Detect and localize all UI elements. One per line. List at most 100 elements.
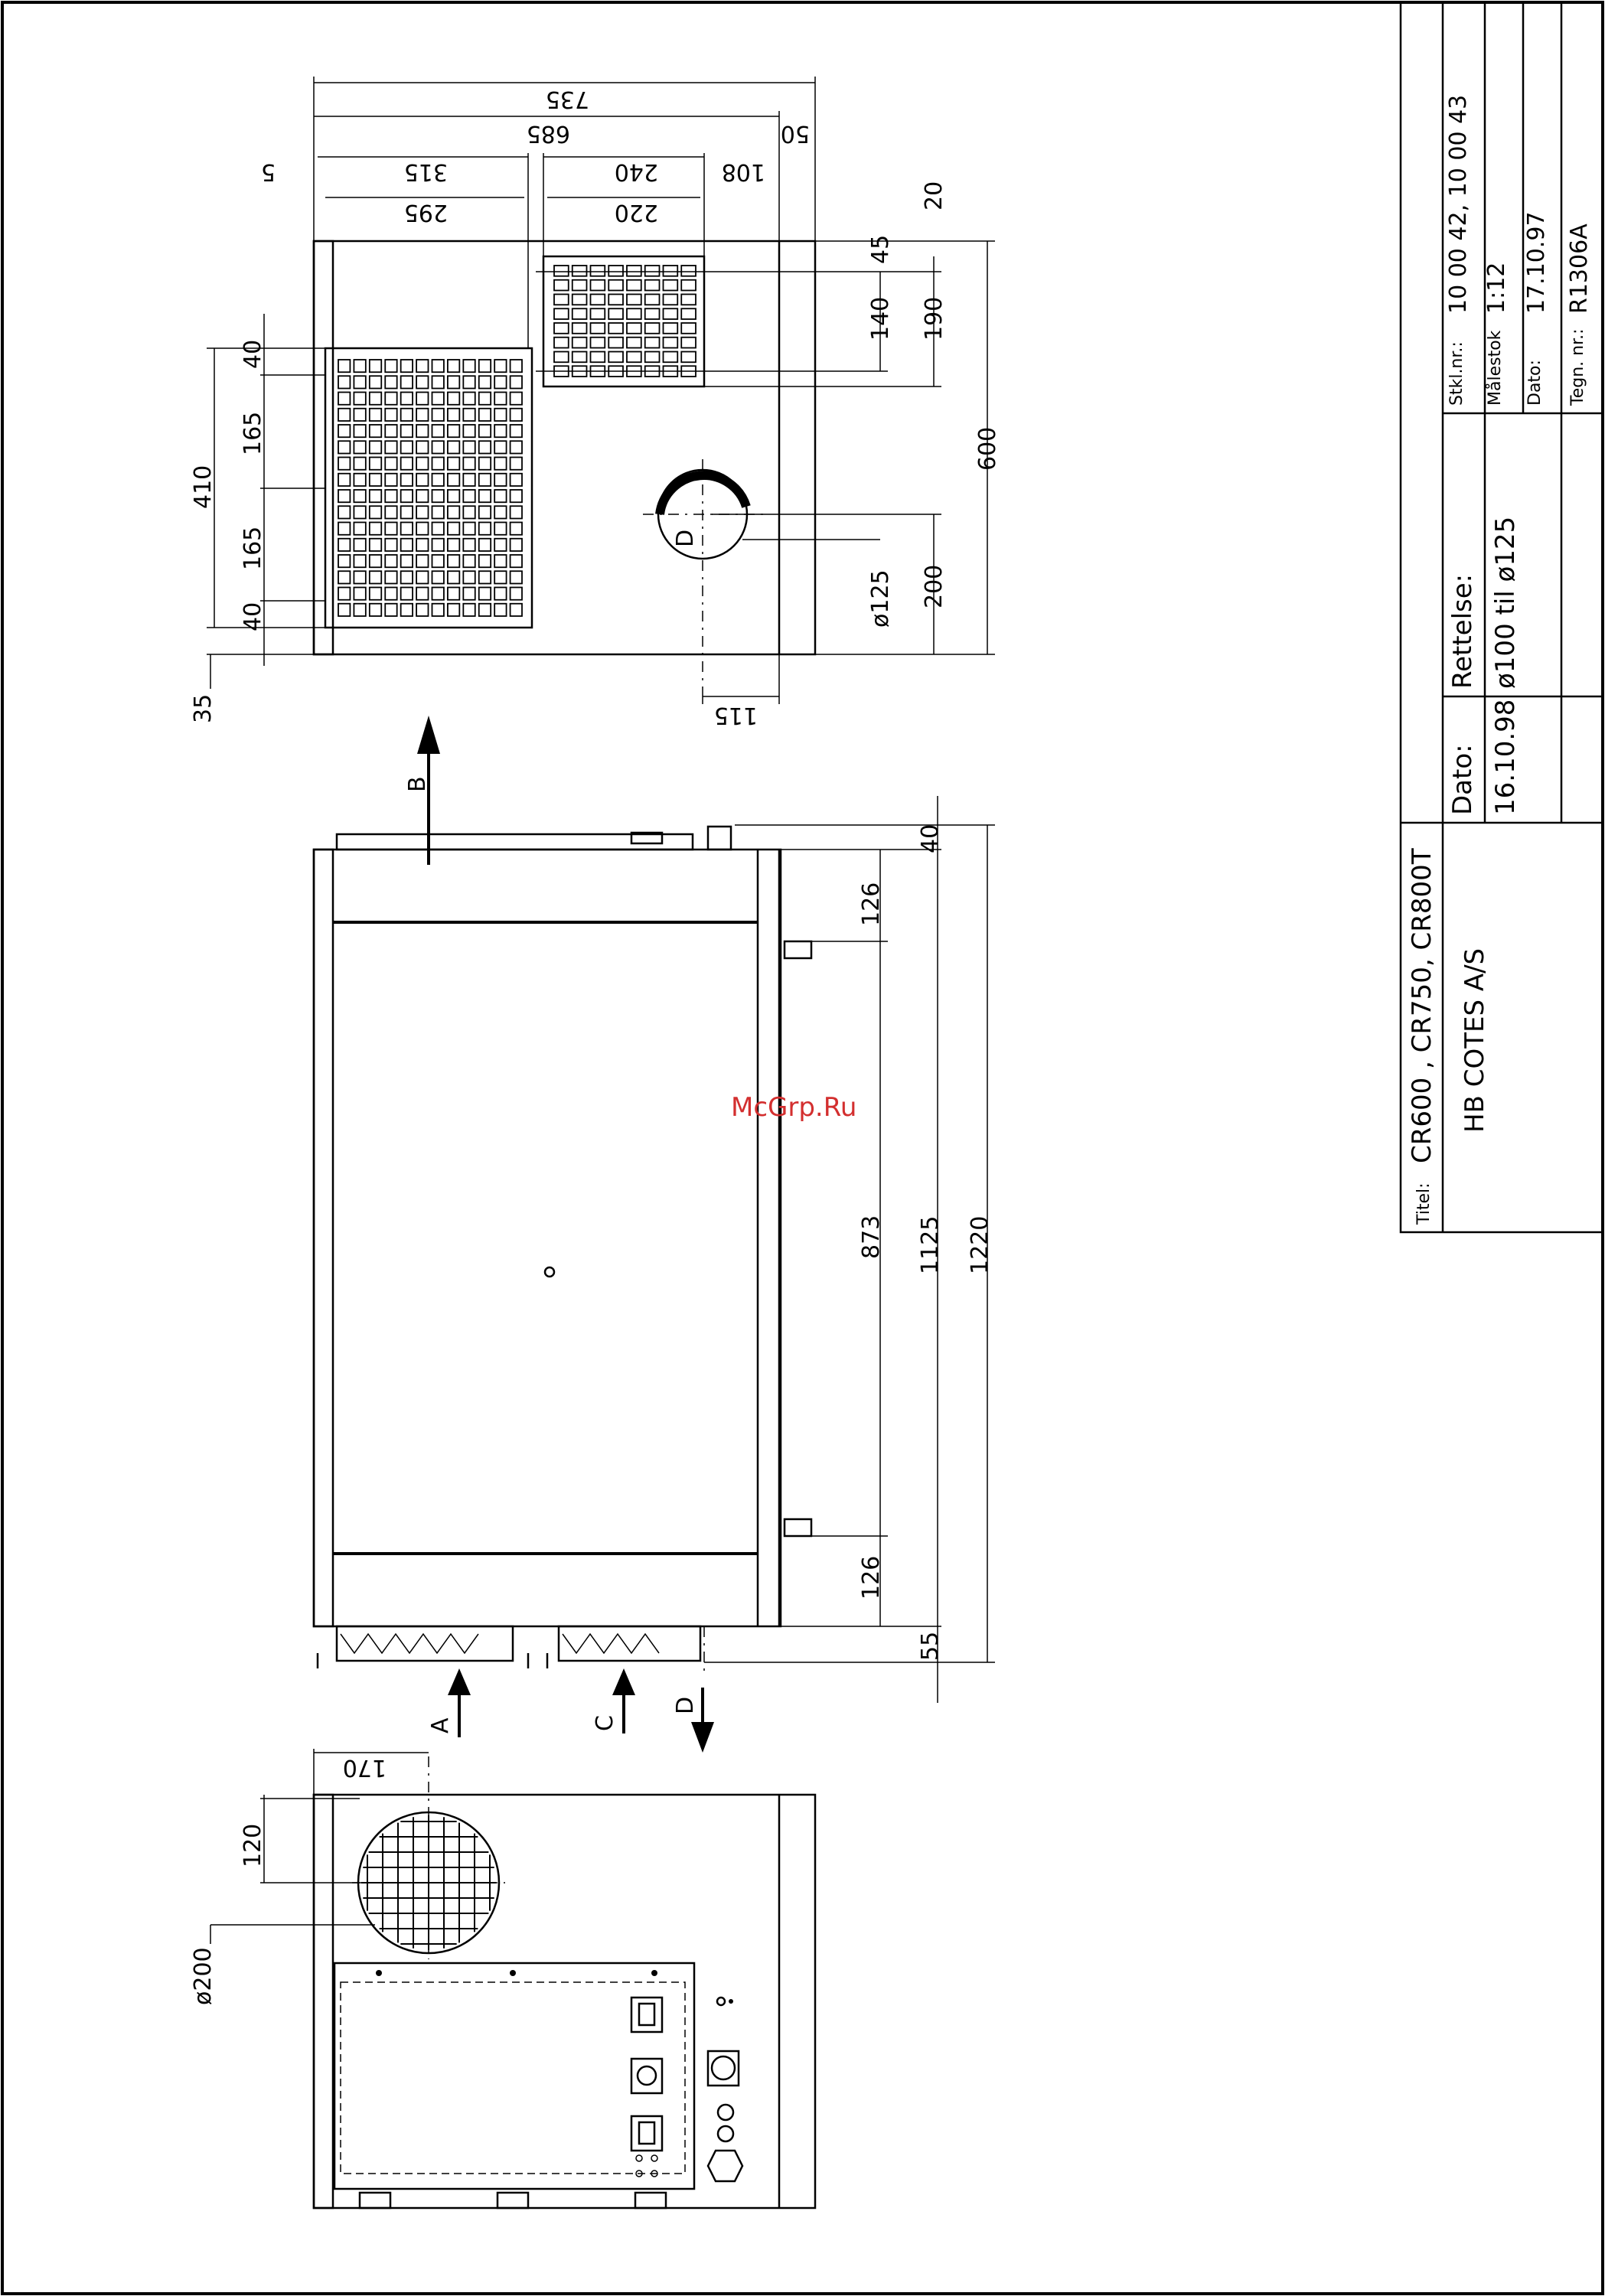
grille-cell bbox=[338, 489, 351, 504]
tegnnr-label: Tegn. nr.: bbox=[1568, 328, 1587, 406]
grille-cell bbox=[494, 472, 507, 487]
grille-cell bbox=[431, 586, 445, 601]
grille-cell bbox=[431, 407, 445, 422]
grille-cell bbox=[608, 336, 624, 349]
grille-cell bbox=[509, 424, 523, 439]
grille-cell bbox=[662, 308, 679, 320]
grille-cell bbox=[384, 359, 398, 373]
dato-label: Dato: bbox=[1447, 744, 1478, 815]
grille-cell bbox=[509, 602, 523, 617]
grille-cell bbox=[494, 407, 507, 422]
grille-cell bbox=[553, 351, 569, 364]
grille-cell bbox=[571, 351, 588, 364]
dim-126-bottom: 126 bbox=[858, 1556, 885, 1600]
grille-cell bbox=[462, 456, 476, 471]
grille-cell bbox=[368, 586, 383, 601]
grille-cell bbox=[462, 359, 476, 373]
grille-cell bbox=[478, 537, 492, 552]
grille-cell bbox=[431, 570, 445, 585]
grille-cell bbox=[494, 505, 507, 520]
grille-cell bbox=[431, 521, 445, 536]
dim-55: 55 bbox=[917, 1632, 944, 1661]
grille-cell bbox=[338, 586, 351, 601]
grille-cell bbox=[662, 351, 679, 364]
grille-cell bbox=[400, 586, 413, 601]
grille-cell bbox=[384, 424, 398, 439]
grille-cell bbox=[644, 293, 661, 306]
dim-45: 45 bbox=[867, 235, 894, 264]
arrow-c-label: C bbox=[592, 1715, 618, 1731]
grille-cell bbox=[384, 570, 398, 585]
grille-cell bbox=[494, 375, 507, 390]
grille-cell bbox=[447, 602, 461, 617]
grille-cell bbox=[338, 407, 351, 422]
grille-cell bbox=[400, 521, 413, 536]
dim-1220: 1220 bbox=[967, 1216, 993, 1274]
grille-cell bbox=[589, 322, 606, 334]
grille-cell bbox=[680, 336, 696, 349]
title-block: Titel: CR600 , CR750, CR800T HB COTES A/… bbox=[1399, 1, 1604, 1234]
grille-cell bbox=[368, 375, 383, 390]
grille-cell bbox=[644, 265, 661, 277]
grille-cell bbox=[400, 391, 413, 406]
grille-cell bbox=[462, 440, 476, 455]
grille-cell bbox=[368, 570, 383, 585]
grille-cell bbox=[462, 505, 476, 520]
grille-cell bbox=[338, 456, 351, 471]
grille-cell bbox=[338, 537, 351, 552]
grille-cell bbox=[662, 336, 679, 349]
grille-cell bbox=[644, 336, 661, 349]
grille-cell bbox=[494, 424, 507, 439]
grille-cell bbox=[462, 489, 476, 504]
grille-cell bbox=[400, 505, 413, 520]
grille-cell bbox=[447, 440, 461, 455]
grille-cell bbox=[478, 521, 492, 536]
grille-cell bbox=[462, 391, 476, 406]
grille-cell bbox=[478, 407, 492, 422]
grille-cell bbox=[571, 308, 588, 320]
grille-cell bbox=[509, 359, 523, 373]
dim-410: 410 bbox=[190, 465, 217, 509]
stklnr-label: Stkl.nr.: bbox=[1447, 341, 1466, 406]
grille-cell bbox=[431, 440, 445, 455]
grille-cell bbox=[447, 391, 461, 406]
grille-cell bbox=[416, 440, 429, 455]
grille-cell bbox=[608, 279, 624, 292]
grille-cell bbox=[494, 554, 507, 569]
grille-cell bbox=[353, 537, 367, 552]
grille-cell bbox=[494, 570, 507, 585]
grille-cell bbox=[680, 293, 696, 306]
dim-240: 240 bbox=[615, 158, 658, 185]
grille-cell bbox=[509, 554, 523, 569]
grille-cell bbox=[662, 265, 679, 277]
grille-cell bbox=[431, 391, 445, 406]
dim-190: 190 bbox=[921, 297, 948, 341]
grille-cell bbox=[589, 351, 606, 364]
grille-cell bbox=[416, 554, 429, 569]
grille-cell bbox=[384, 440, 398, 455]
grille-cell bbox=[509, 440, 523, 455]
grille-cell bbox=[416, 602, 429, 617]
grille-cell bbox=[494, 391, 507, 406]
grille-cell bbox=[478, 586, 492, 601]
dim-295: 295 bbox=[404, 199, 448, 226]
grille-cell bbox=[447, 375, 461, 390]
grille-cell bbox=[509, 375, 523, 390]
grille-cell bbox=[338, 375, 351, 390]
grille-cell bbox=[338, 554, 351, 569]
grille-cell bbox=[553, 322, 569, 334]
grille-cell bbox=[662, 279, 679, 292]
grille-cell bbox=[368, 407, 383, 422]
grille-cell bbox=[431, 505, 445, 520]
arrow-b-label: B bbox=[404, 776, 431, 792]
malestok-value: 1:12 bbox=[1483, 263, 1510, 314]
grille-cell bbox=[494, 456, 507, 471]
grille-cell bbox=[416, 359, 429, 373]
grille-cell bbox=[416, 570, 429, 585]
grille-cell bbox=[416, 391, 429, 406]
front-view: 170 120 ø200 bbox=[190, 1749, 817, 2210]
grille-cell bbox=[462, 537, 476, 552]
grille-cell bbox=[416, 375, 429, 390]
grille-cell bbox=[478, 505, 492, 520]
